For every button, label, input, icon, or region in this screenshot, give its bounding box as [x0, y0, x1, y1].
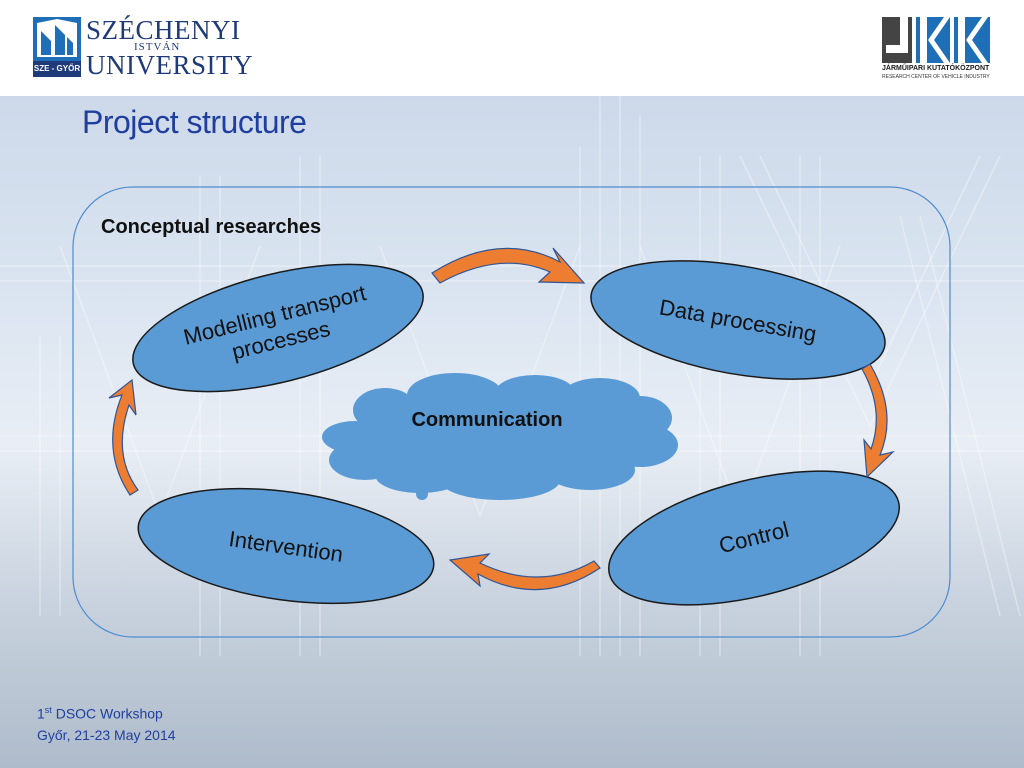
communication-cloud	[322, 373, 678, 500]
modelling-node	[132, 263, 424, 393]
group-label: Conceptual researches	[101, 216, 322, 238]
footer-event: 1st DSOC Workshop	[37, 700, 176, 725]
slide-title: Project structure	[82, 104, 307, 140]
arrow-intervention-to-modelling	[108, 378, 139, 496]
university-name-line2: ISTVÁN	[134, 41, 181, 53]
arrow-modelling-to-data	[431, 247, 586, 284]
slide-header	[0, 0, 1024, 96]
intervention-node	[137, 487, 435, 605]
communication-label: Communication	[411, 409, 562, 431]
data-processing-node	[590, 260, 886, 380]
research-center-logo: JÁRMŰIPARI KUTATÓKÖZPONT RESEARCH CENTER…	[882, 17, 990, 80]
footer-ordinal-number: 1	[37, 705, 45, 722]
university-logo: SZE - GYŐR SZÉCHENYI ISTVÁN UNIVERSITY	[33, 15, 253, 81]
research-center-name: JÁRMŰIPARI KUTATÓKÖZPONT	[882, 65, 990, 72]
footer-place-date: Győr, 21-23 May 2014	[37, 726, 176, 743]
university-name-line3: UNIVERSITY	[86, 50, 253, 80]
conceptual-researches-container	[72, 186, 951, 638]
footer-event-name: DSOC Workshop	[51, 705, 163, 722]
jkk-logo-icon	[882, 17, 990, 63]
control-node	[607, 470, 901, 606]
footer: 1st DSOC Workshop Győr, 21-23 May 2014	[37, 700, 176, 746]
research-center-subtitle: RESEARCH CENTER OF VEHICLE INDUSTRY	[882, 74, 990, 80]
university-emblem-icon	[33, 17, 81, 77]
university-name-line1: SZÉCHENYI	[86, 15, 241, 45]
footer-ordinal-suffix: st	[44, 705, 52, 715]
arrow-control-to-intervention	[448, 553, 601, 591]
university-badge: SZE - GYŐR	[33, 64, 81, 73]
arrow-data-to-control	[861, 363, 895, 479]
